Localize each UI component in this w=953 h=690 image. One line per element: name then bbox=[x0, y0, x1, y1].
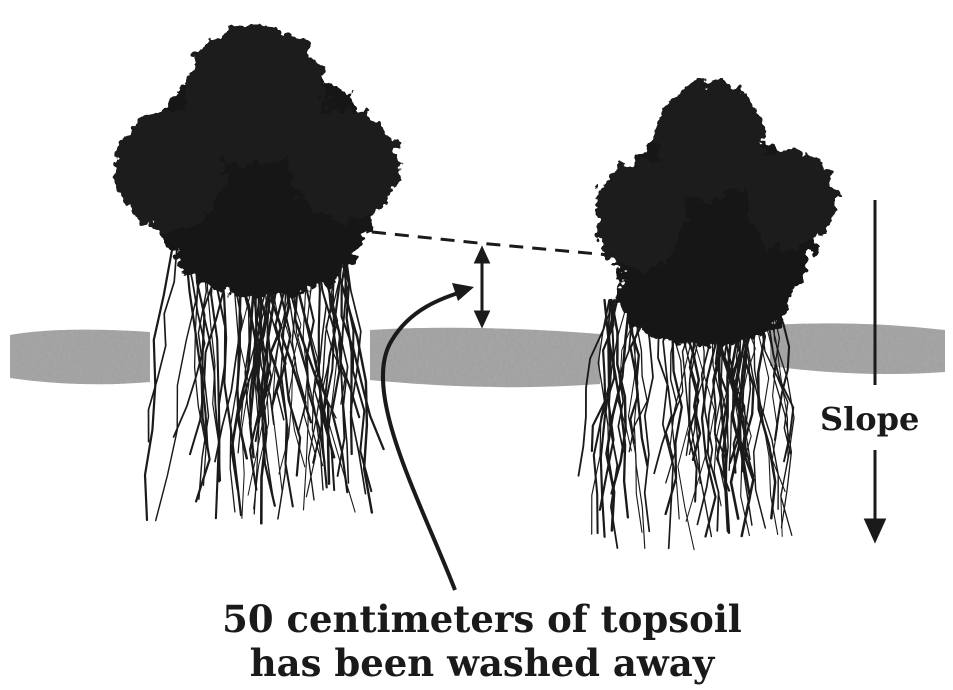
slope-label: Slope bbox=[820, 400, 919, 438]
root-strand bbox=[145, 250, 172, 520]
caption-line-2: has been washed away bbox=[250, 641, 716, 685]
right-plant-foliage bbox=[595, 80, 835, 345]
left-plant-foliage bbox=[115, 25, 400, 295]
caption-pointer-arrowhead bbox=[452, 283, 474, 301]
double-arrow-vertical-icon bbox=[476, 249, 488, 325]
soil-layer bbox=[10, 323, 945, 387]
former-soil-level-dashed-line bbox=[372, 232, 620, 256]
caption-line-1: 50 centimeters of topsoil bbox=[222, 597, 742, 641]
